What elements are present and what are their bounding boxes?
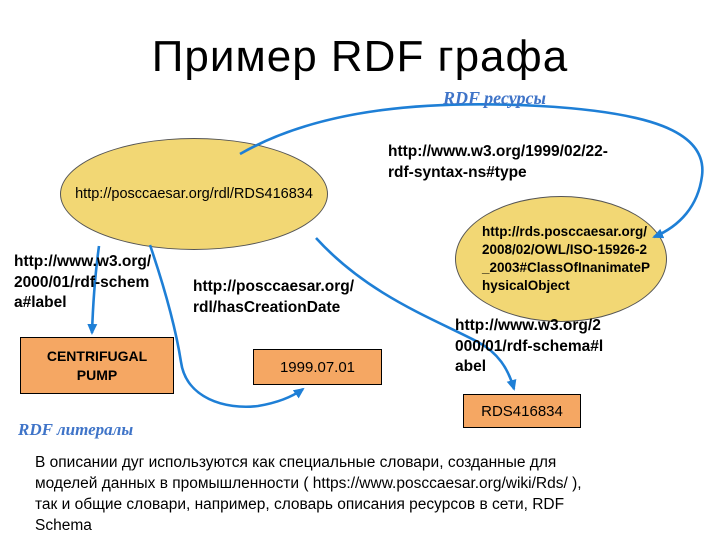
predicate-rdfs-label-left: http://www.w3.org/ 2000/01/rdf-schem a#l… bbox=[14, 253, 152, 311]
resource-node-subject-label: http://posccaesar.org/rdl/RDS416834 bbox=[75, 186, 313, 202]
literal-pump-label: CENTRIFUGAL PUMP bbox=[46, 347, 148, 383]
literal-box-rds: RDS416834 bbox=[463, 394, 581, 428]
predicate-rdf-type: http://www.w3.org/1999/02/22- rdf-syntax… bbox=[388, 143, 608, 181]
literal-box-date: 1999.07.01 bbox=[253, 349, 382, 385]
resource-node-class-label: http://rds.posccaesar.org/ 2008/02/OWL/I… bbox=[481, 224, 651, 293]
predicate-has-creation-date: http://posccaesar.org/ rdl/hasCreationDa… bbox=[193, 278, 355, 316]
footer-paragraph: В описании дуг используются как специаль… bbox=[35, 454, 582, 534]
rdf-literals-note: RDF литералы bbox=[18, 420, 134, 439]
rdf-resources-note: RDF ресурсы bbox=[443, 88, 547, 108]
resource-node-subject: http://posccaesar.org/rdl/RDS416834 bbox=[60, 138, 328, 250]
literal-date-label: 1999.07.01 bbox=[279, 358, 356, 376]
slide-title: Пример RDF графа bbox=[151, 32, 569, 81]
predicate-rdfs-label-right: http://www.w3.org/2 000/01/rdf-schema#l … bbox=[455, 317, 604, 375]
literal-rds-label: RDS416834 bbox=[481, 402, 563, 420]
literal-box-pump: CENTRIFUGAL PUMP bbox=[20, 337, 174, 394]
resource-node-class: http://rds.posccaesar.org/ 2008/02/OWL/I… bbox=[455, 196, 667, 322]
